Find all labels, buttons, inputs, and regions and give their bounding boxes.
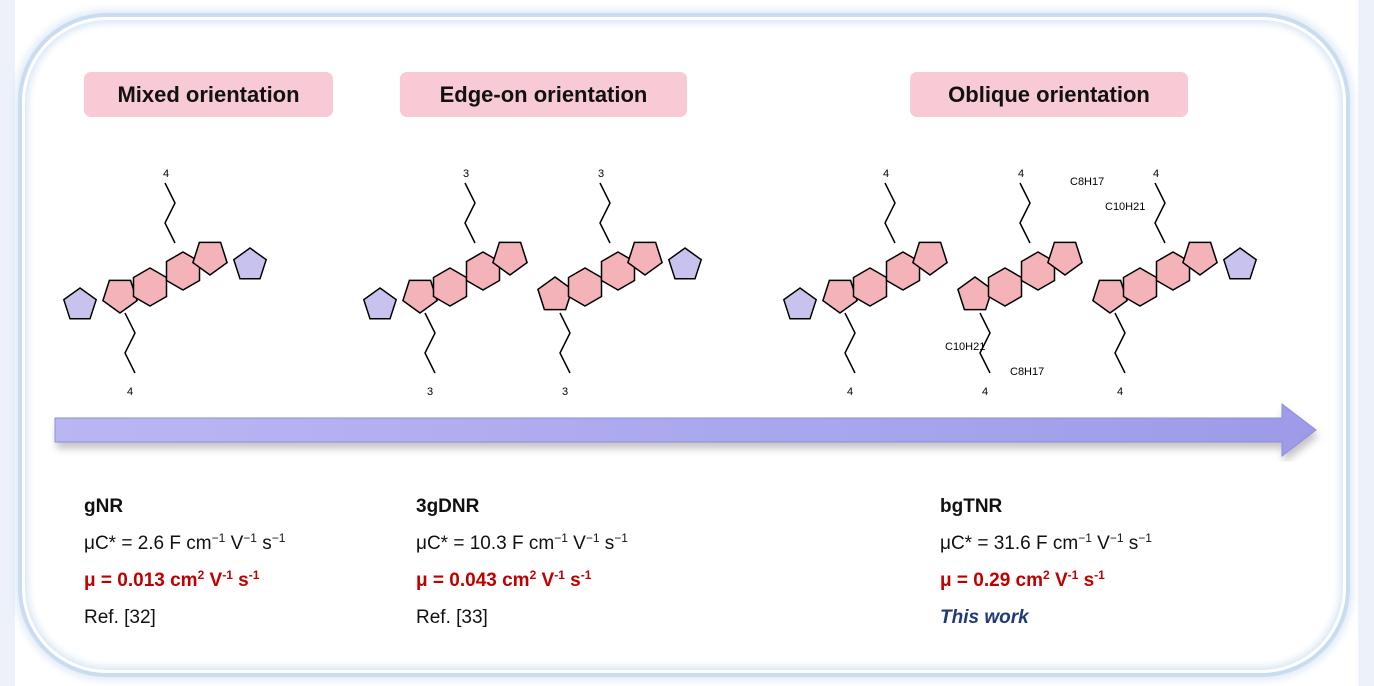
thiazolidine-ring (1222, 247, 1258, 280)
side-chain-repeat-label: 3 (562, 386, 568, 398)
reference: Ref. [33] (416, 607, 488, 628)
side-chain-repeat-label: 4 (1153, 168, 1159, 180)
lactam-ring (912, 241, 948, 276)
side-chain (164, 182, 176, 244)
rounded-frame (22, 17, 1346, 673)
side-chain (599, 182, 611, 244)
lactam-ring (192, 241, 228, 276)
tag-oblique-orientation: Oblique orientation (910, 72, 1188, 117)
side-chain (884, 182, 896, 244)
thiazolidine-ring (667, 247, 703, 280)
side-chain-repeat-label: 4 (1018, 168, 1024, 180)
side-chain (424, 312, 436, 374)
c10h21-label: C10H21 (1105, 201, 1145, 213)
side-chain-repeat-label: 3 (598, 168, 604, 180)
side-chain-repeat-label: 4 (982, 386, 988, 398)
lactam-ring (402, 279, 438, 314)
side-chain (1019, 182, 1031, 244)
molecule-name: bgTNR (940, 496, 1003, 517)
benzene-ring (432, 267, 468, 307)
side-chain-repeat-label: 4 (1117, 386, 1123, 398)
mobility-value: μ = 0.043 cm2 V-1 s-1 (416, 568, 592, 591)
mobility-value: μ = 0.29 cm2 V-1 s-1 (940, 568, 1105, 591)
thiazolidine-ring (782, 287, 818, 320)
side-chain (464, 182, 476, 244)
side-chain-repeat-label: 4 (163, 168, 169, 180)
side-chain-repeat-label: 4 (847, 386, 853, 398)
side-chain-repeat-label: 4 (883, 168, 889, 180)
side-chain (1154, 182, 1166, 244)
thiazolidine-ring (362, 287, 398, 320)
side-chain-repeat-label: 3 (463, 168, 469, 180)
benzene-ring (1122, 267, 1158, 307)
info-bgtnr: bgTNR μC* = 31.6 F cm−1 V−1 s−1 μ = 0.29… (940, 488, 1152, 636)
lactam-ring (492, 241, 528, 276)
benzene-ring (567, 267, 603, 307)
info-gnr: gNR μC* = 2.6 F cm−1 V−1 s−1 μ = 0.013 c… (84, 488, 285, 636)
c10h21-label: C10H21 (945, 341, 985, 353)
lactam-ring (1047, 241, 1083, 276)
lactam-ring (627, 241, 663, 276)
muc-value: μC* = 2.6 F cm−1 V−1 s−1 (84, 531, 286, 554)
lactam-ring (1092, 279, 1128, 314)
thiazolidine-ring (62, 287, 98, 320)
lactam-ring (537, 276, 573, 311)
lactam-ring (822, 279, 858, 314)
side-chain (1114, 312, 1126, 374)
tag-mixed-orientation: Mixed orientation (84, 72, 333, 117)
benzene-ring (132, 267, 168, 307)
benzene-ring (987, 267, 1023, 307)
tag-edge-on-orientation: Edge-on orientation (400, 72, 687, 117)
side-chain-repeat-label: 4 (127, 386, 133, 398)
thiazolidine-ring (232, 247, 268, 280)
reference: This work (940, 607, 1029, 628)
molecule-name: gNR (84, 496, 124, 517)
molecule-name: 3gDNR (416, 496, 480, 517)
side-chain (559, 312, 571, 374)
lactam-ring (1182, 241, 1218, 276)
side-chain (979, 312, 991, 374)
lactam-ring (102, 279, 138, 314)
lactam-ring (957, 276, 993, 311)
muc-value: μC* = 10.3 F cm−1 V−1 s−1 (416, 531, 628, 554)
benzene-ring (852, 267, 888, 307)
c8h17-label: C8H17 (1010, 366, 1044, 378)
side-chain-repeat-label: 3 (427, 386, 433, 398)
reference: Ref. [32] (84, 607, 156, 628)
side-chain (124, 312, 136, 374)
c8h17-label: C8H17 (1070, 176, 1104, 188)
muc-value: μC* = 31.6 F cm−1 V−1 s−1 (940, 531, 1152, 554)
mobility-value: μ = 0.013 cm2 V-1 s-1 (84, 568, 260, 591)
info-3gdnr: 3gDNR μC* = 10.3 F cm−1 V−1 s−1 μ = 0.04… (416, 488, 628, 636)
side-chain (844, 312, 856, 374)
progress-arrow (54, 402, 1317, 458)
